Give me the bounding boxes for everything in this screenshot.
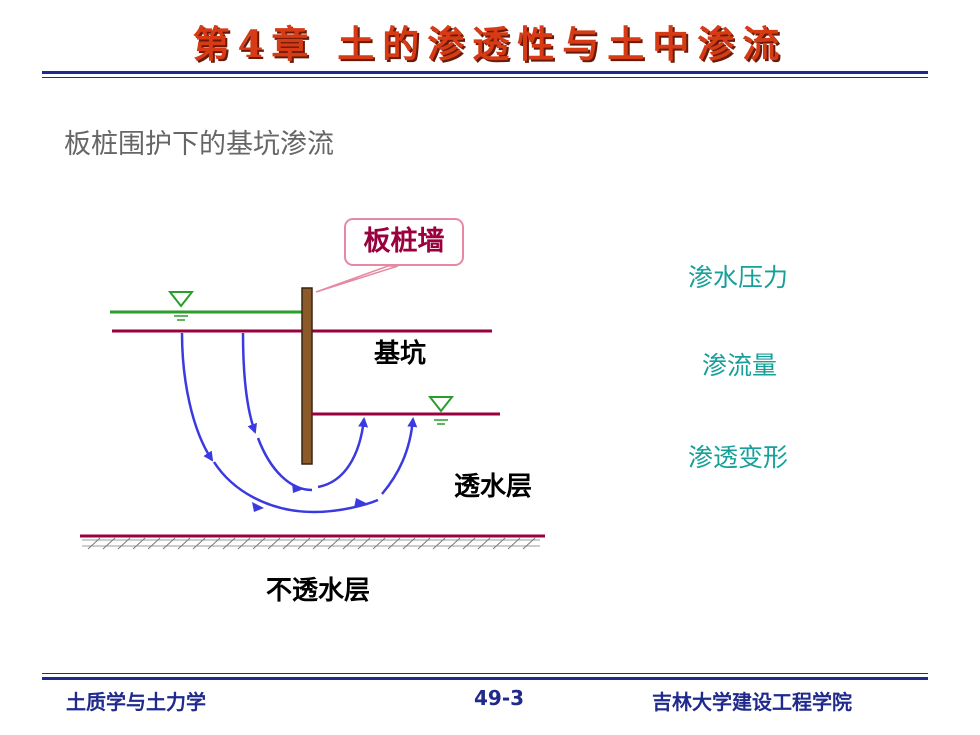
sheet-pile-wall — [301, 287, 313, 465]
footer-rule-thick — [42, 677, 928, 680]
outer-flow-line-descent — [180, 332, 214, 462]
footer-rule-thin — [42, 673, 928, 674]
topic-seepage-quantity: 渗流量 — [702, 351, 778, 380]
topic-seepage-pressure: 渗水压力 — [688, 263, 789, 292]
downstream-water-symbol — [427, 396, 455, 425]
outer-flow-line-bottom — [212, 461, 379, 514]
footer-institution: 吉林大学建设工程学院 — [652, 690, 852, 714]
flow-lines — [180, 332, 418, 514]
inner-bottom-arrow — [292, 483, 304, 493]
impermeable-layer-label: 不透水层 — [266, 576, 371, 606]
upstream-water-symbol — [167, 291, 195, 321]
slide-title: 第4章 土的渗透性与土中渗流 — [192, 22, 788, 66]
outer-flow-line-rise — [381, 417, 418, 495]
inner-flow-line-descent — [241, 332, 257, 434]
footer-course: 土质学与土力学 — [66, 690, 206, 714]
footer-page-number: 49-3 — [474, 686, 525, 710]
topic-seepage-deformation: 渗透变形 — [688, 443, 789, 472]
slide-subtitle: 板桩围护下的基坑渗流 — [64, 129, 334, 160]
title-rule-thin — [42, 77, 928, 78]
outer-right-arrow — [354, 498, 366, 508]
inner-flow-line-rise — [317, 417, 369, 489]
flow-arrows — [252, 483, 366, 512]
callout-pointer — [315, 265, 399, 293]
permeable-layer-label: 透水层 — [454, 472, 533, 502]
outer-bottom-arrow — [252, 502, 264, 512]
pit-label: 基坑 — [374, 339, 427, 369]
inner-flow-line-bottom — [256, 437, 313, 492]
impermeable-hatching — [82, 537, 540, 550]
sheet-pile-callout: 板桩墙 — [344, 218, 464, 266]
title-rule-thick — [42, 71, 928, 74]
